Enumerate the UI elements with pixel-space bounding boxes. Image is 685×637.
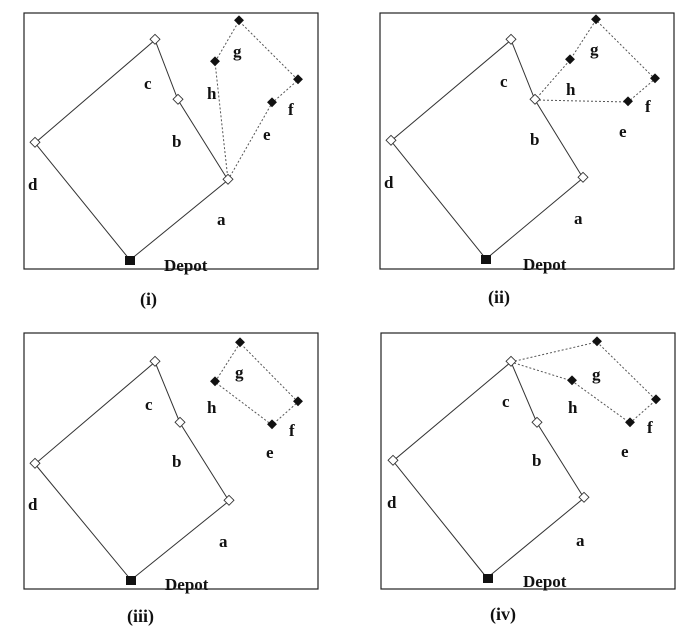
- label-b: b: [532, 451, 541, 470]
- panel-i: a b c d e f g h Depot (i): [23, 12, 319, 310]
- depot-label: Depot: [165, 575, 209, 594]
- label-h: h: [568, 398, 578, 417]
- label-h: h: [207, 398, 217, 417]
- dashed-subtour: [510, 341, 657, 424]
- panel-caption: (ii): [488, 287, 510, 308]
- node-c: [149, 33, 161, 45]
- depot-label: Depot: [164, 256, 208, 275]
- node-d: [387, 454, 399, 466]
- node-d: [385, 134, 397, 146]
- panel-iv: a b c d e f g h Depot (iv): [380, 332, 676, 625]
- depot-label: Depot: [523, 255, 567, 274]
- node-g: [235, 337, 245, 348]
- node-b: [172, 93, 184, 105]
- node-b: [174, 416, 186, 428]
- depot-label: Depot: [523, 572, 567, 591]
- dashed-subtour: [534, 19, 656, 103]
- node-a: [222, 173, 234, 185]
- node-c: [149, 355, 161, 367]
- label-g: g: [590, 40, 599, 59]
- label-f: f: [289, 421, 295, 440]
- label-d: d: [387, 493, 397, 512]
- label-b: b: [172, 452, 181, 471]
- solid-route: [34, 361, 230, 581]
- node-h: [210, 56, 220, 67]
- panel-caption: (iii): [127, 606, 154, 627]
- label-d: d: [28, 495, 38, 514]
- panel-ii: a b c d e f g h Depot (ii): [379, 12, 675, 308]
- node-h: [210, 376, 220, 387]
- solid-route: [34, 39, 229, 261]
- label-g: g: [592, 365, 601, 384]
- node-e: [267, 419, 277, 430]
- label-f: f: [288, 100, 294, 119]
- node-f: [650, 73, 660, 84]
- label-h: h: [207, 84, 217, 103]
- label-c: c: [500, 72, 508, 91]
- panel-frame: [380, 332, 676, 590]
- node-g: [592, 336, 602, 347]
- label-d: d: [28, 175, 38, 194]
- label-d: d: [384, 173, 394, 192]
- label-b: b: [530, 130, 539, 149]
- node-g: [234, 15, 244, 26]
- panel-iii: a b c d e f g h Depot (iii): [23, 332, 319, 627]
- panel-caption: (iv): [490, 604, 516, 625]
- label-a: a: [576, 531, 585, 550]
- node-e: [623, 96, 633, 107]
- node-e: [625, 417, 635, 428]
- panel-frame: [23, 332, 319, 590]
- node-f: [293, 396, 303, 407]
- node-h: [567, 375, 577, 386]
- label-h: h: [566, 80, 576, 99]
- label-c: c: [144, 74, 152, 93]
- label-a: a: [219, 532, 228, 551]
- label-f: f: [647, 418, 653, 437]
- depot-square: [126, 576, 136, 585]
- node-g: [591, 14, 601, 25]
- node-d: [29, 457, 41, 469]
- node-a: [577, 171, 589, 183]
- label-g: g: [233, 42, 242, 61]
- node-h: [565, 54, 575, 65]
- solid-route: [392, 361, 585, 579]
- label-c: c: [145, 395, 153, 414]
- dashed-subtour: [214, 20, 299, 181]
- node-a: [578, 491, 590, 503]
- node-d: [29, 136, 41, 148]
- label-e: e: [266, 443, 274, 462]
- node-a: [223, 494, 235, 506]
- label-g: g: [235, 363, 244, 382]
- label-c: c: [502, 392, 510, 411]
- depot-square: [125, 256, 135, 265]
- panel-frame: [23, 12, 319, 270]
- panel-caption: (i): [140, 289, 157, 310]
- label-a: a: [217, 210, 226, 229]
- solid-route: [390, 39, 584, 260]
- label-e: e: [619, 122, 627, 141]
- label-f: f: [645, 97, 651, 116]
- label-a: a: [574, 209, 583, 228]
- depot-square: [483, 574, 493, 583]
- label-b: b: [172, 132, 181, 151]
- node-f: [651, 394, 661, 405]
- label-e: e: [621, 442, 629, 461]
- node-c: [505, 355, 517, 367]
- label-e: e: [263, 125, 271, 144]
- panel-frame: [379, 12, 675, 270]
- node-b: [531, 416, 543, 428]
- depot-square: [481, 255, 491, 264]
- node-b: [529, 93, 541, 105]
- node-c: [505, 33, 517, 45]
